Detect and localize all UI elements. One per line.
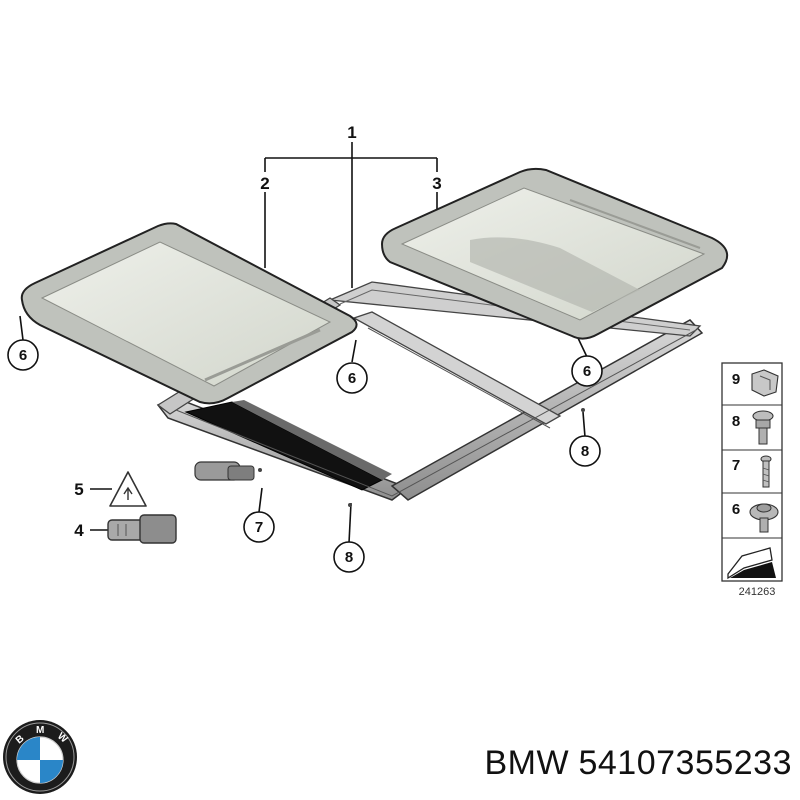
drive-motor-icon bbox=[107, 514, 177, 544]
callout-4: 4 bbox=[74, 521, 84, 540]
callout-6a-circle bbox=[7, 339, 39, 371]
screw-icon bbox=[760, 455, 772, 488]
svg-text:M: M bbox=[36, 725, 44, 736]
washer-bolt-icon bbox=[749, 503, 779, 533]
glass-panel-rear bbox=[380, 167, 729, 340]
callout-8b: 8 bbox=[345, 549, 353, 566]
callout-6b: 6 bbox=[348, 370, 356, 387]
legend-item-7: 7 bbox=[732, 457, 740, 474]
part-caption: BMW 54107355233 bbox=[408, 735, 792, 791]
callout-3: 3 bbox=[432, 174, 441, 193]
callout-7-circle bbox=[243, 511, 275, 543]
legend-item-8: 8 bbox=[732, 413, 740, 430]
legend-item-6: 6 bbox=[732, 501, 740, 518]
callout-8a-circle bbox=[569, 435, 601, 467]
callout-8b-circle bbox=[333, 541, 365, 573]
clip-icon bbox=[751, 369, 779, 397]
direction-arrow-icon bbox=[727, 547, 776, 580]
callout-2: 2 bbox=[260, 174, 269, 193]
diagram-ref-number: 241263 bbox=[739, 586, 776, 598]
callout-8a: 8 bbox=[581, 443, 589, 460]
legend-item-9: 9 bbox=[732, 371, 740, 388]
callouts: 1 2 3 5 4 6 6 6 8 7 8 bbox=[7, 123, 603, 573]
fastener-legend: 9 8 7 6 241263 bbox=[721, 362, 783, 598]
callout-7: 7 bbox=[255, 519, 263, 536]
callout-5: 5 bbox=[74, 480, 83, 499]
callout-6b-circle bbox=[336, 362, 368, 394]
part-number: 54107355233 bbox=[578, 744, 792, 782]
bmw-logo: B M W bbox=[3, 720, 77, 794]
callout-1: 1 bbox=[347, 123, 356, 142]
glass-panel-front bbox=[20, 222, 358, 405]
leader-lines bbox=[19, 142, 588, 544]
callout-6c-circle bbox=[571, 355, 603, 387]
bolt-icon bbox=[752, 410, 774, 445]
warning-label-icon bbox=[109, 471, 147, 507]
callout-6a: 6 bbox=[19, 347, 27, 364]
brand-name: BMW bbox=[484, 744, 570, 782]
callout-6c: 6 bbox=[583, 363, 591, 380]
